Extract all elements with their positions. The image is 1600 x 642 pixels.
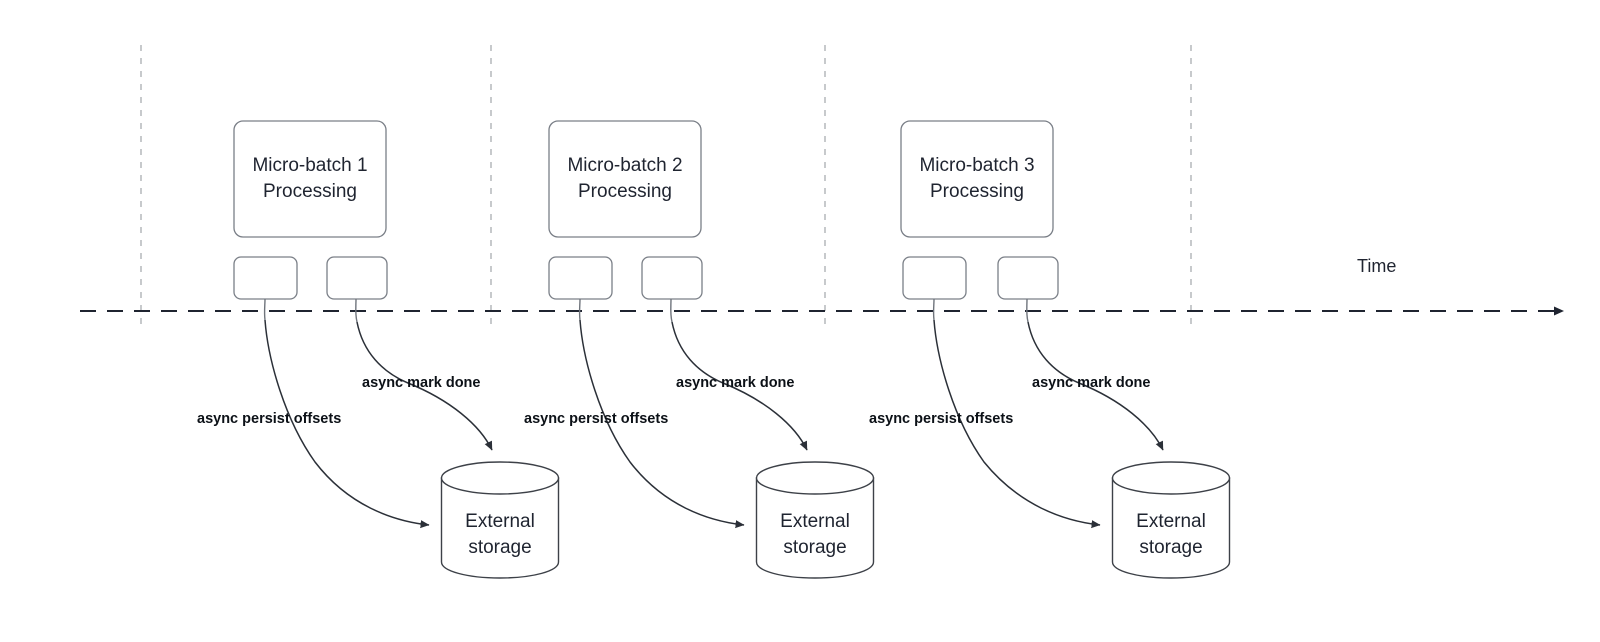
task-box-persist[interactable] bbox=[902, 256, 967, 300]
task-stub-mark-done bbox=[670, 298, 673, 323]
external-storage-label-line2: storage bbox=[783, 537, 846, 558]
group-3: Micro-batch 3 Processing async persist o… bbox=[869, 120, 1231, 579]
async-persist-offsets-label: async persist offsets bbox=[869, 411, 1013, 427]
cylinder-body bbox=[1111, 477, 1231, 579]
cylinder-body bbox=[440, 477, 560, 579]
task-box-persist[interactable] bbox=[548, 256, 613, 300]
external-storage-label-line1: External bbox=[1136, 511, 1206, 532]
task-stub-mark-done bbox=[1026, 298, 1029, 323]
guide-lines bbox=[140, 45, 1192, 330]
micro-batch-label-line1: Micro-batch 3 bbox=[919, 155, 1034, 176]
external-storage-label-line1: External bbox=[465, 511, 535, 532]
micro-batch-label-line2: Processing bbox=[263, 181, 357, 202]
group-1: Micro-batch 1 Processing async persist o… bbox=[197, 120, 560, 579]
async-persist-offsets-edge bbox=[264, 319, 430, 529]
external-storage-cylinder[interactable] bbox=[755, 461, 875, 579]
task-box-mark-done[interactable] bbox=[997, 256, 1059, 300]
cylinder-top bbox=[1111, 461, 1231, 495]
async-mark-done-edge bbox=[671, 321, 808, 451]
async-persist-offsets-label: async persist offsets bbox=[524, 411, 668, 427]
cylinder-body bbox=[755, 477, 875, 579]
task-box-mark-done[interactable] bbox=[326, 256, 388, 300]
external-storage-label-line2: storage bbox=[1139, 537, 1202, 558]
async-persist-offsets-edge bbox=[933, 319, 1101, 529]
micro-batch-box[interactable] bbox=[900, 120, 1054, 238]
external-storage-cylinder[interactable] bbox=[440, 461, 560, 579]
async-mark-done-label: async mark done bbox=[1032, 375, 1150, 391]
micro-batch-box[interactable] bbox=[548, 120, 702, 238]
micro-batch-label-line2: Processing bbox=[578, 181, 672, 202]
async-mark-done-label: async mark done bbox=[676, 375, 794, 391]
async-mark-done-label: async mark done bbox=[362, 375, 480, 391]
task-stub-mark-done bbox=[355, 298, 358, 323]
task-box-persist[interactable] bbox=[233, 256, 298, 300]
micro-batch-label-line1: Micro-batch 1 bbox=[252, 155, 367, 176]
micro-batch-label-line2: Processing bbox=[930, 181, 1024, 202]
external-storage-label-line1: External bbox=[780, 511, 850, 532]
cylinder-top bbox=[755, 461, 875, 495]
micro-batch-label-line1: Micro-batch 2 bbox=[567, 155, 682, 176]
async-persist-offsets-edge bbox=[579, 319, 745, 529]
task-box-mark-done[interactable] bbox=[641, 256, 703, 300]
async-mark-done-edge bbox=[356, 321, 493, 451]
cylinder-top bbox=[440, 461, 560, 495]
external-storage-cylinder[interactable] bbox=[1111, 461, 1231, 579]
group-2: Micro-batch 2 Processing async persist o… bbox=[524, 120, 875, 579]
micro-batch-box[interactable] bbox=[233, 120, 387, 238]
time-axis-label: Time bbox=[1357, 256, 1396, 276]
external-storage-label-line2: storage bbox=[468, 537, 531, 558]
async-mark-done-edge bbox=[1027, 321, 1164, 451]
async-persist-offsets-label: async persist offsets bbox=[197, 411, 341, 427]
